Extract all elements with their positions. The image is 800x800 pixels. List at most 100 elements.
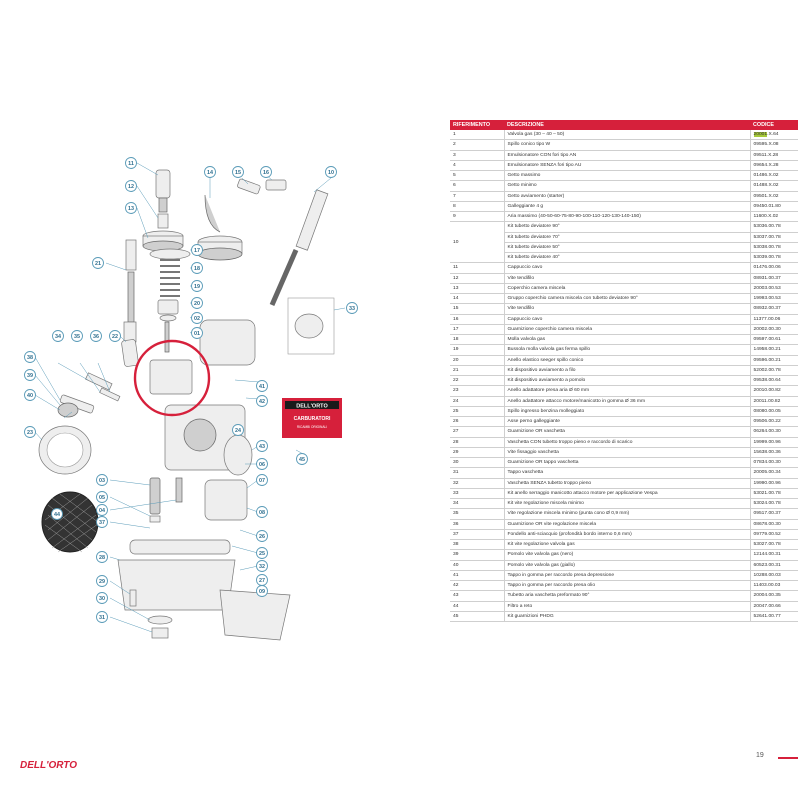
description-cell: Kit dispositivo avviamento a pomolo xyxy=(504,375,751,387)
seeger-ring-part xyxy=(159,314,177,322)
description-cell: Kit vite regolazione valvola gas xyxy=(504,539,751,551)
ref-cell: 31 xyxy=(450,467,505,479)
exploded-carburetor-diagram: DELL'ORTO CARBURATORI RICAMBI ORIGINALI xyxy=(20,157,358,771)
svg-text:40: 40 xyxy=(27,393,33,399)
tension-screw-15-part xyxy=(237,178,261,195)
ref-cell: 45 xyxy=(450,611,505,623)
svg-text:12: 12 xyxy=(128,184,134,190)
svg-text:25: 25 xyxy=(259,551,265,557)
callout-02: 02 xyxy=(191,312,203,324)
code-cell: 06264.00.30 xyxy=(750,426,798,438)
ref-cell: 20 xyxy=(450,355,505,366)
table-row: Kit tubetto deviatore 50°53038.00.78 xyxy=(450,242,798,254)
idle-jet-part xyxy=(175,477,183,503)
callout-22: 22 xyxy=(109,330,121,342)
code-cell: 12144.00.31 xyxy=(750,549,798,561)
callout-35: 35 xyxy=(71,330,83,342)
svg-text:36: 36 xyxy=(93,334,99,340)
callout-17: 17 xyxy=(191,244,203,256)
svg-text:02: 02 xyxy=(194,316,200,322)
description-cell: Anello adattatore attacco motore/manicot… xyxy=(504,396,751,407)
description-cell: Kit tubetto deviatore 70° xyxy=(504,232,751,243)
ref-cell: 34 xyxy=(450,498,505,510)
ref-cell: 39 xyxy=(450,549,505,561)
description-cell: Vite tendifilo xyxy=(504,303,751,315)
callout-45: 45 xyxy=(296,453,308,465)
code-cell: 53021.00.78 xyxy=(750,488,798,500)
ref-cell: 25 xyxy=(450,406,505,418)
code-cell: 09511.X.28 xyxy=(750,150,798,161)
code-cell: 01476.00.06 xyxy=(750,262,798,274)
description-cell: Getto massimo xyxy=(504,170,751,182)
description-cell: Cappuccio cavo xyxy=(504,314,751,325)
callout-14: 14 xyxy=(204,166,216,178)
starter-knob-part xyxy=(121,339,139,367)
ref-cell: 9 xyxy=(450,211,505,223)
description-cell: Bussola molla valvola gas ferma spillo xyxy=(504,344,751,356)
code-cell: 11600.X.02 xyxy=(750,211,798,223)
code-suffix: .X.64 xyxy=(767,132,779,137)
ref-cell: 13 xyxy=(450,283,505,295)
callout-44: 44 xyxy=(51,508,63,520)
code-cell: 01488.X.02 xyxy=(750,180,798,192)
clamp-kit-part xyxy=(287,297,335,355)
description-cell: Getto avviamento (starter) xyxy=(504,191,751,202)
code-cell: 19990.00.96 xyxy=(750,478,798,489)
svg-text:06: 06 xyxy=(259,462,265,468)
highlighted-code: 20001 xyxy=(753,132,768,137)
ref-cell: 27 xyxy=(450,426,505,438)
code-cell: 09596.00.21 xyxy=(750,355,798,366)
cable-cap-16-part xyxy=(265,179,287,191)
description-cell: Vaschetta SENZA tubetto troppo pieno xyxy=(504,478,751,489)
svg-text:15: 15 xyxy=(235,170,241,176)
description-cell: Pomolo vite valvola gas (nero) xyxy=(504,549,751,561)
svg-text:10: 10 xyxy=(328,170,334,176)
seal-kit-box-part: DELL'ORTO CARBURATORI RICAMBI ORIGINALI xyxy=(282,398,342,438)
code-cell: 07834.00.30 xyxy=(750,457,798,469)
code-cell: 19999.00.96 xyxy=(750,437,798,448)
code-cell: 11377.00.06 xyxy=(750,314,798,325)
ref-cell: 4 xyxy=(450,160,505,172)
ref-cell: 17 xyxy=(450,324,505,336)
ref-cell: 11 xyxy=(450,262,505,274)
description-cell: Spillo conico tipo W xyxy=(504,139,751,151)
svg-text:23: 23 xyxy=(27,430,33,436)
main-jet-part xyxy=(149,515,161,523)
ref-cell: 28 xyxy=(450,437,505,448)
ref-cell: 29 xyxy=(450,447,505,459)
cover-assembly-part xyxy=(197,194,243,261)
description-cell: Aria massimo (40-50-60-75-80-90-100-110-… xyxy=(504,211,751,223)
box-brand-text: DELL'ORTO xyxy=(296,404,328,410)
description-cell: Kit anello serraggio manicotto attacco m… xyxy=(504,488,751,500)
description-cell: Valvola gas (30 – 40 – 50) xyxy=(504,130,751,141)
code-cell: 08932.00.37 xyxy=(750,303,798,315)
box-line2-text: CARBURATORI xyxy=(294,416,331,422)
callout-29: 29 xyxy=(96,575,108,587)
cable-cap-part xyxy=(155,169,171,213)
description-cell: Kit tubetto deviatore 40° xyxy=(504,252,751,264)
code-cell: 20001.X.64 xyxy=(750,130,798,141)
description-cell: Guarnizione OR vaschetta xyxy=(504,426,751,438)
cover-gasket-part xyxy=(149,248,191,260)
starter-device-part xyxy=(123,239,137,343)
code-cell: 15638.00.36 xyxy=(750,447,798,459)
ref-cell: 40 xyxy=(450,560,505,571)
